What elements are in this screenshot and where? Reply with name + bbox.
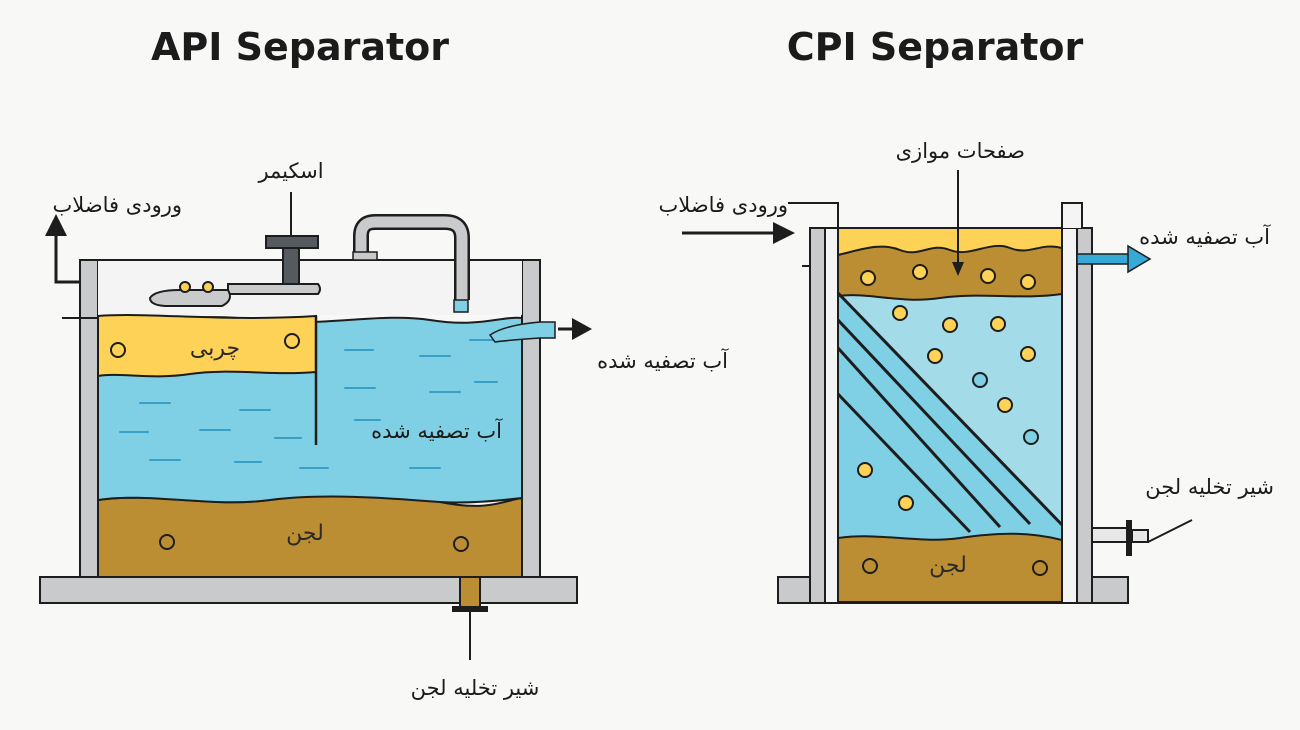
cpi-drain-leader-line — [1147, 519, 1193, 543]
api-skimmer-label: اسکیمر — [257, 159, 323, 183]
api-outlet-stream — [488, 321, 556, 343]
cpi-drain-pipe — [1091, 527, 1129, 543]
api-oil-layer — [97, 314, 317, 378]
api-inlet-label: ورودی فاضلاب — [53, 193, 182, 217]
cpi-surface-layer — [838, 244, 1062, 301]
api-separator: API Separator — [39, 25, 729, 700]
cpi-parallel-plates — [838, 291, 1062, 534]
api-treated-outlet-label: آب تصفیه شده — [597, 348, 729, 373]
api-drain-pipe — [459, 576, 481, 608]
cpi-outlet-arrow-icon — [1127, 244, 1152, 274]
api-drain-label: شیر تخلیه لجن — [411, 676, 540, 700]
cpi-left-wall-outer — [809, 227, 826, 604]
cpi-separator: CPI Separator — [659, 25, 1274, 604]
api-right-wall — [521, 259, 541, 578]
cpi-treated-outlet-label: آب تصفیه شده — [1139, 224, 1271, 249]
cpi-oil-droplets — [857, 264, 1036, 511]
cpi-plates-label: صفحات موازی — [896, 139, 1025, 163]
cpi-sludge-particles — [862, 558, 1048, 576]
skimmer — [148, 235, 321, 307]
cpi-water-droplets — [972, 372, 1039, 445]
cpi-right-wall-inner — [1061, 227, 1078, 604]
api-sludge-particles — [159, 534, 469, 552]
cpi-left-wall-inner — [824, 227, 839, 604]
api-oil-label: چربی — [190, 336, 240, 361]
api-base — [39, 576, 578, 604]
cpi-drain-valve — [1126, 520, 1132, 556]
api-sludge-label: لجن — [286, 521, 324, 546]
api-treated-pipe — [352, 214, 470, 313]
api-treated-water-label: آب تصفیه شده — [371, 418, 503, 443]
cpi-inlet-arrow-icon — [773, 222, 795, 244]
api-water-ripples — [119, 339, 498, 469]
api-title: API Separator — [151, 25, 449, 69]
cpi-right-wall-outer — [1076, 227, 1093, 604]
cpi-inlet-label: ورودی فاضلاب — [659, 193, 788, 217]
api-outlet-arrow-icon — [572, 318, 592, 340]
cpi-sludge-label: لجن — [929, 553, 967, 578]
api-drain-valve — [452, 606, 488, 612]
cpi-outlet-stream — [1076, 253, 1130, 265]
api-inlet-arrow-icon — [45, 214, 67, 236]
api-inlet-pipe — [54, 228, 80, 284]
api-oil-droplets — [110, 333, 300, 358]
api-left-wall — [79, 259, 99, 578]
cpi-title: CPI Separator — [787, 25, 1084, 69]
cpi-drain-label: شیر تخلیه لجن — [1145, 475, 1274, 499]
cpi-sludge-layer — [838, 532, 1062, 602]
